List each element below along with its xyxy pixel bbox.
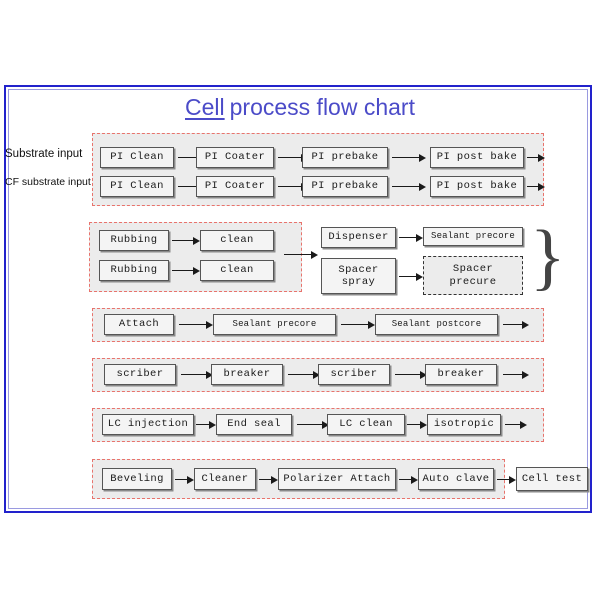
arrow-lc-1 <box>196 420 216 429</box>
box-end-seal[interactable]: End seal <box>216 414 292 435</box>
box-auto-clave[interactable]: Auto clave <box>418 468 494 490</box>
box-rubbing-bottom[interactable]: Rubbing <box>99 260 169 281</box>
box-clean-top[interactable]: clean <box>200 230 274 251</box>
box-pi-prebake-top[interactable]: PI prebake <box>302 147 388 168</box>
arrow-lc-2 <box>297 420 329 429</box>
arrow-scribe-3 <box>395 370 427 379</box>
box-breaker-1[interactable]: breaker <box>211 364 283 385</box>
arrow-dispenser-1 <box>399 233 423 242</box>
arrow-finish-1 <box>175 475 194 484</box>
box-spacer-spray[interactable]: Spacer spray <box>321 258 396 294</box>
arrow-scribe-1 <box>181 370 213 379</box>
arrow-attach-out <box>503 320 529 329</box>
box-lc-injection[interactable]: LC injection <box>102 414 194 435</box>
box-pi-prebake-bottom[interactable]: PI prebake <box>302 176 388 197</box>
arrow-pi-top-3 <box>392 153 426 162</box>
arrow-lc-out <box>505 420 527 429</box>
box-cleaner[interactable]: Cleaner <box>194 468 256 490</box>
box-pi-post-bake-bottom[interactable]: PI post bake <box>430 176 524 197</box>
box-cell-test[interactable]: Cell test <box>516 467 588 491</box>
box-dispenser[interactable]: Dispenser <box>321 227 396 248</box>
arrow-rubbing-bottom-1 <box>172 266 200 275</box>
box-scriber-2[interactable]: scriber <box>318 364 390 385</box>
arrow-finish-3 <box>399 475 418 484</box>
arrow-spacer-1 <box>399 272 423 281</box>
box-pi-clean-bottom[interactable]: PI Clean <box>100 176 174 197</box>
box-polarizer-attach[interactable]: Polarizer Attach <box>278 468 396 490</box>
box-spacer-precure-line2: precure <box>449 275 497 288</box>
arrow-attach-1 <box>179 320 213 329</box>
arrow-lc-3 <box>407 420 427 429</box>
box-spacer-precure[interactable]: Spacer precure <box>423 256 523 295</box>
arrow-attach-2 <box>341 320 375 329</box>
arrow-pi-bottom-out <box>527 182 545 191</box>
box-pi-coater-top[interactable]: PI Coater <box>196 147 274 168</box>
title-rest: process flow chart <box>229 94 415 120</box>
arrow-finish-2 <box>259 475 278 484</box>
box-beveling[interactable]: Beveling <box>102 468 172 490</box>
arrow-scribe-out <box>503 370 529 379</box>
arrow-rubbing-to-dispense <box>284 250 318 259</box>
label-substrate-input: Substrate input <box>5 148 83 160</box>
title-highlight: Cell <box>185 94 225 120</box>
box-lc-clean[interactable]: LC clean <box>327 414 405 435</box>
arrow-pi-bottom-3 <box>392 182 426 191</box>
label-cf-substrate-input: CF substrate input <box>5 176 91 188</box>
box-spacer-spray-line2: spray <box>341 276 376 288</box>
box-rubbing-top[interactable]: Rubbing <box>99 230 169 251</box>
box-isotropic[interactable]: isotropic <box>427 414 501 435</box>
box-scriber-1[interactable]: scriber <box>104 364 176 385</box>
box-breaker-2[interactable]: breaker <box>425 364 497 385</box>
box-clean-bottom[interactable]: clean <box>200 260 274 281</box>
arrow-finish-out <box>497 475 516 484</box>
arrow-scribe-2 <box>288 370 320 379</box>
arrow-rubbing-top-1 <box>172 236 200 245</box>
box-spacer-spray-line1: Spacer <box>338 263 379 276</box>
box-sealant-postcore[interactable]: Sealant postcore <box>375 314 498 335</box>
box-pi-post-bake-top[interactable]: PI post bake <box>430 147 524 168</box>
box-attach[interactable]: Attach <box>104 314 174 335</box>
box-pi-coater-bottom[interactable]: PI Coater <box>196 176 274 197</box>
box-pi-clean-top[interactable]: PI Clean <box>100 147 174 168</box>
box-sealant-precore-attach[interactable]: Sealant precore <box>213 314 336 335</box>
brace-dispense-group: } <box>530 216 566 298</box>
arrow-pi-top-out <box>527 153 545 162</box>
box-spacer-precure-line1: Spacer <box>452 263 494 276</box>
box-sealant-precore-dispense[interactable]: Sealant precore <box>423 227 523 246</box>
